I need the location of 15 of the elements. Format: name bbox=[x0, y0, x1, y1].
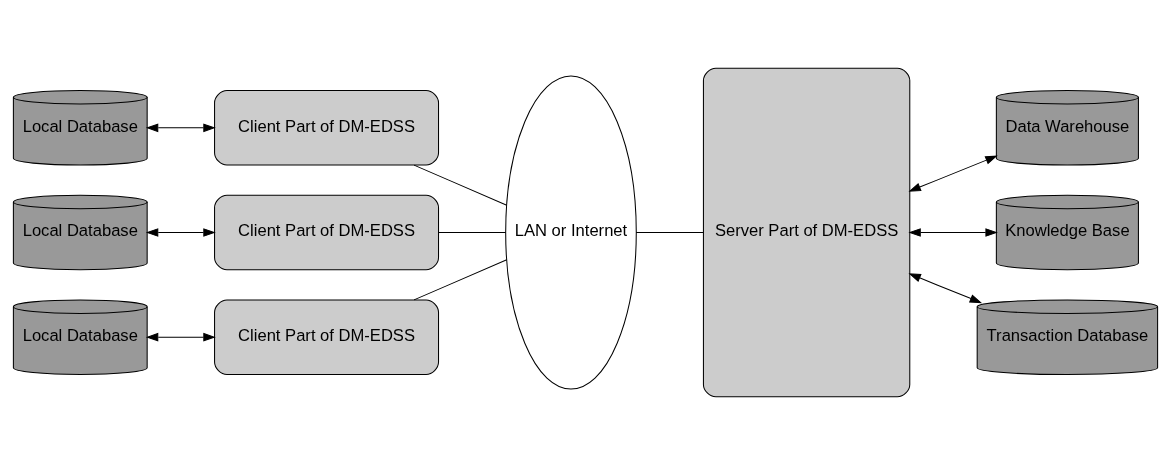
node-box: Client Part of DM-EDSS bbox=[214, 299, 440, 376]
node-box: Client Part of DM-EDSS bbox=[214, 194, 440, 271]
node-ellipse: LAN or Internet bbox=[505, 75, 637, 390]
node-box: Server Part of DM-EDSS bbox=[702, 67, 911, 398]
node-box: Client Part of DM-EDSS bbox=[214, 89, 440, 166]
arrow bbox=[908, 155, 998, 192]
arrow bbox=[908, 228, 998, 237]
connector bbox=[635, 232, 704, 233]
connector bbox=[413, 164, 508, 206]
arrow bbox=[908, 273, 983, 304]
arrow bbox=[145, 332, 216, 342]
arrow bbox=[145, 123, 216, 133]
connector bbox=[413, 259, 508, 301]
connector bbox=[438, 232, 507, 233]
arrow bbox=[145, 228, 216, 237]
